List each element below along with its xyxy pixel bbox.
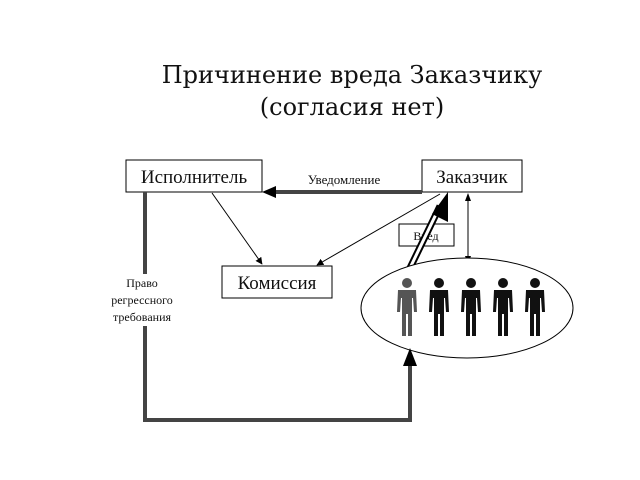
regress-label-bg: [100, 274, 186, 326]
regress-label-line-1: Право: [126, 276, 158, 290]
regress-label-line-2: регрессного: [111, 293, 173, 307]
customer-node: Заказчик: [421, 159, 523, 193]
executor-label: Исполнитель: [141, 167, 248, 188]
harm-arrow-inner: [408, 205, 442, 269]
executor-box: [125, 159, 263, 193]
person-icon: [525, 278, 545, 336]
customer-to-commission-arrow: [316, 193, 441, 266]
person-icon: [493, 278, 513, 336]
executor-node: Исполнитель: [125, 159, 263, 193]
regress-arrowhead: [403, 348, 417, 366]
person-icon: [461, 278, 481, 336]
regress-label-line-3: требования: [113, 310, 172, 324]
title-line-1: Причинение вреда Заказчику: [162, 61, 543, 89]
customer-group-arrow-top: [465, 193, 471, 201]
harm-arrowhead: [432, 192, 448, 222]
notification-label: Уведомление: [308, 172, 381, 187]
person-icon: [429, 278, 449, 336]
notification-arrowhead: [262, 186, 276, 198]
customer-label: Заказчик: [436, 167, 508, 188]
commission-node: Комиссия: [221, 265, 333, 299]
title-line-2: (согласия нет): [260, 93, 444, 121]
commission-box: [221, 265, 333, 299]
people-group: [397, 278, 545, 336]
customer-box: [421, 159, 523, 193]
person-icon: [397, 278, 417, 336]
executor-to-commission-arrow: [211, 192, 263, 265]
commission-label: Комиссия: [238, 273, 317, 294]
